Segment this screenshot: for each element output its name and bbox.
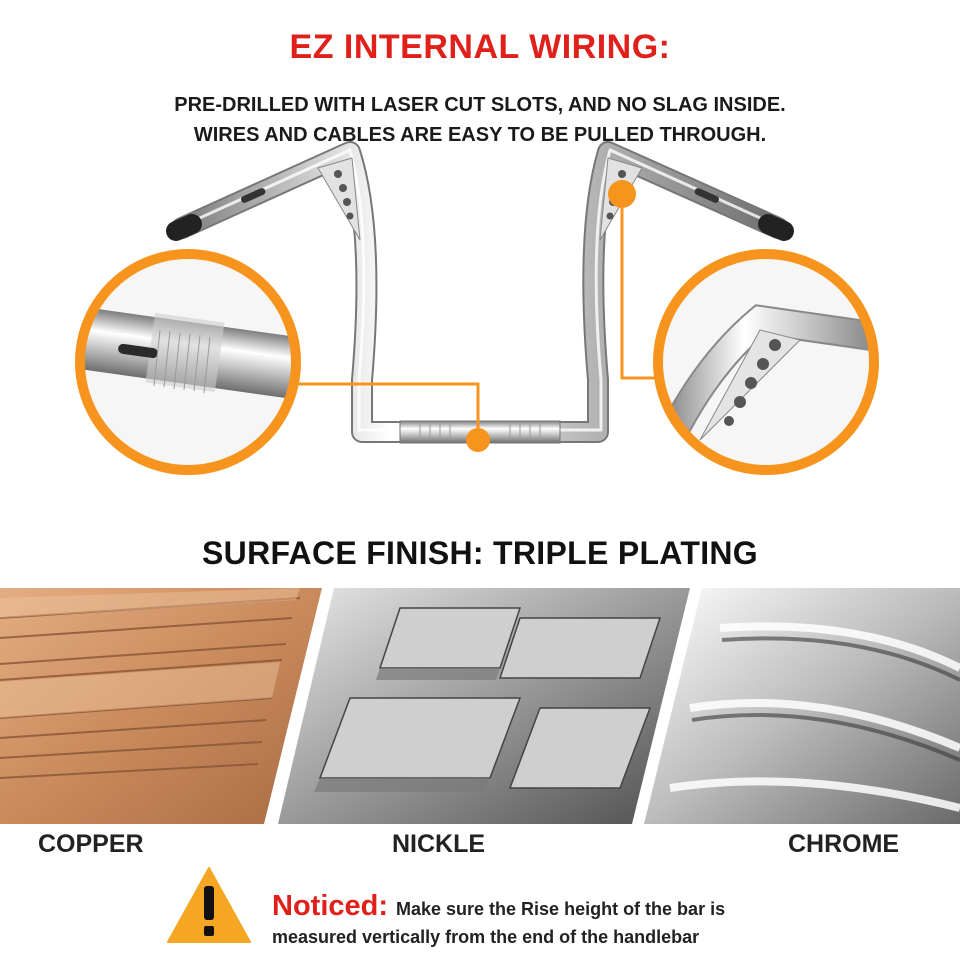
callout-dot-center <box>466 428 490 452</box>
finish-panels <box>0 588 960 824</box>
surface-finish-heading: SURFACE FINISH: TRIPLE PLATING <box>202 535 758 571</box>
notice-title: Noticed: <box>272 890 388 922</box>
zoom-circle-slot <box>75 249 301 475</box>
nickle-panel <box>278 588 690 824</box>
finish-label-nickle: NICKLE <box>392 830 486 858</box>
finish-label-copper: COPPER <box>38 830 144 858</box>
page-subtitle: PRE-DRILLED WITH LASER CUT SLOTS, AND NO… <box>0 90 960 150</box>
subtitle-line-1: PRE-DRILLED WITH LASER CUT SLOTS, AND NO… <box>174 94 786 116</box>
page-title: EZ INTERNAL WIRING: <box>289 28 671 66</box>
warning-icon <box>167 867 251 943</box>
finish-label-chrome: CHROME <box>788 830 900 858</box>
notice-text-line-2: measured vertically from the end of the … <box>272 927 700 947</box>
chrome-panel <box>644 588 960 824</box>
subtitle-line-2: WIRES AND CABLES ARE EASY TO BE PULLED T… <box>193 124 767 146</box>
handlebar-diagram <box>75 141 879 475</box>
callout-dot-right <box>608 180 636 208</box>
notice-block: Noticed: Make sure the Rise height of th… <box>272 890 912 948</box>
zoom-circle-holes <box>653 249 879 475</box>
notice-text-line-1: Make sure the Rise height of the bar is <box>396 899 726 919</box>
copper-panel <box>0 588 322 824</box>
callout-connectors <box>296 194 660 440</box>
